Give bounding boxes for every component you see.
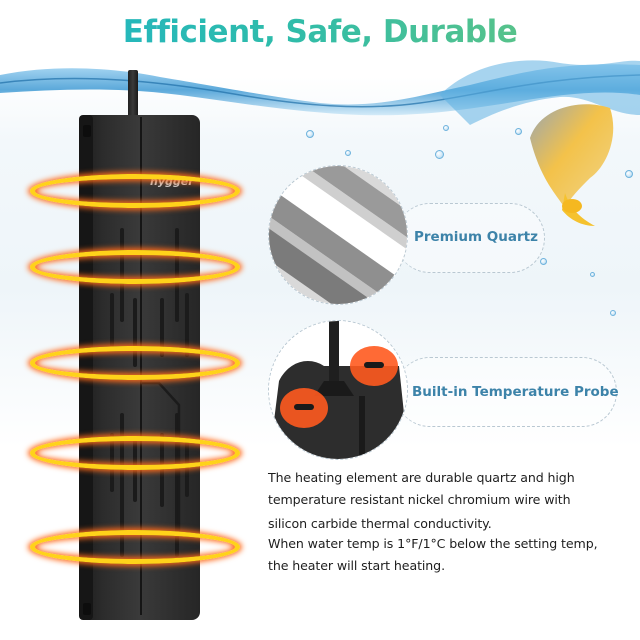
betta-fish-image: [530, 104, 614, 226]
heat-ring-icon: [30, 250, 240, 284]
callout-pill: [395, 357, 617, 427]
callout-label: Premium Quartz: [414, 229, 538, 245]
callout-pill: [395, 203, 545, 273]
water-drop-icon: [345, 150, 351, 156]
heat-ring-icon: [30, 530, 240, 564]
water-drop-icon: [435, 150, 444, 159]
quartz-closeup-image: [268, 165, 408, 305]
water-drop-icon: [590, 272, 595, 277]
heat-ring-icon: [30, 346, 240, 380]
description-line: When water temp is 1°F/1°C below the set…: [268, 536, 598, 551]
description-line: The heating element are durable quartz a…: [268, 470, 575, 485]
heat-ring-icon: [30, 174, 240, 208]
water-drop-icon: [610, 310, 616, 316]
water-drop-icon: [443, 125, 449, 131]
water-drop-icon: [515, 128, 522, 135]
heat-ring-icon: [30, 436, 240, 470]
water-drop-icon: [540, 258, 547, 265]
water-splash-image: [0, 60, 640, 125]
callout-label: Built-in Temperature Probe: [412, 384, 619, 400]
power-cable: [128, 70, 138, 125]
water-drop-icon: [625, 170, 633, 178]
description-line: silicon carbide thermal conductivity.: [268, 516, 492, 531]
description-line: temperature resistant nickel chromium wi…: [268, 492, 571, 507]
headline: Efficient, Safe, Durable: [0, 14, 640, 50]
description-line: the heater will start heating.: [268, 558, 445, 573]
water-drop-icon: [306, 130, 314, 138]
probe-closeup-image: [268, 320, 408, 460]
